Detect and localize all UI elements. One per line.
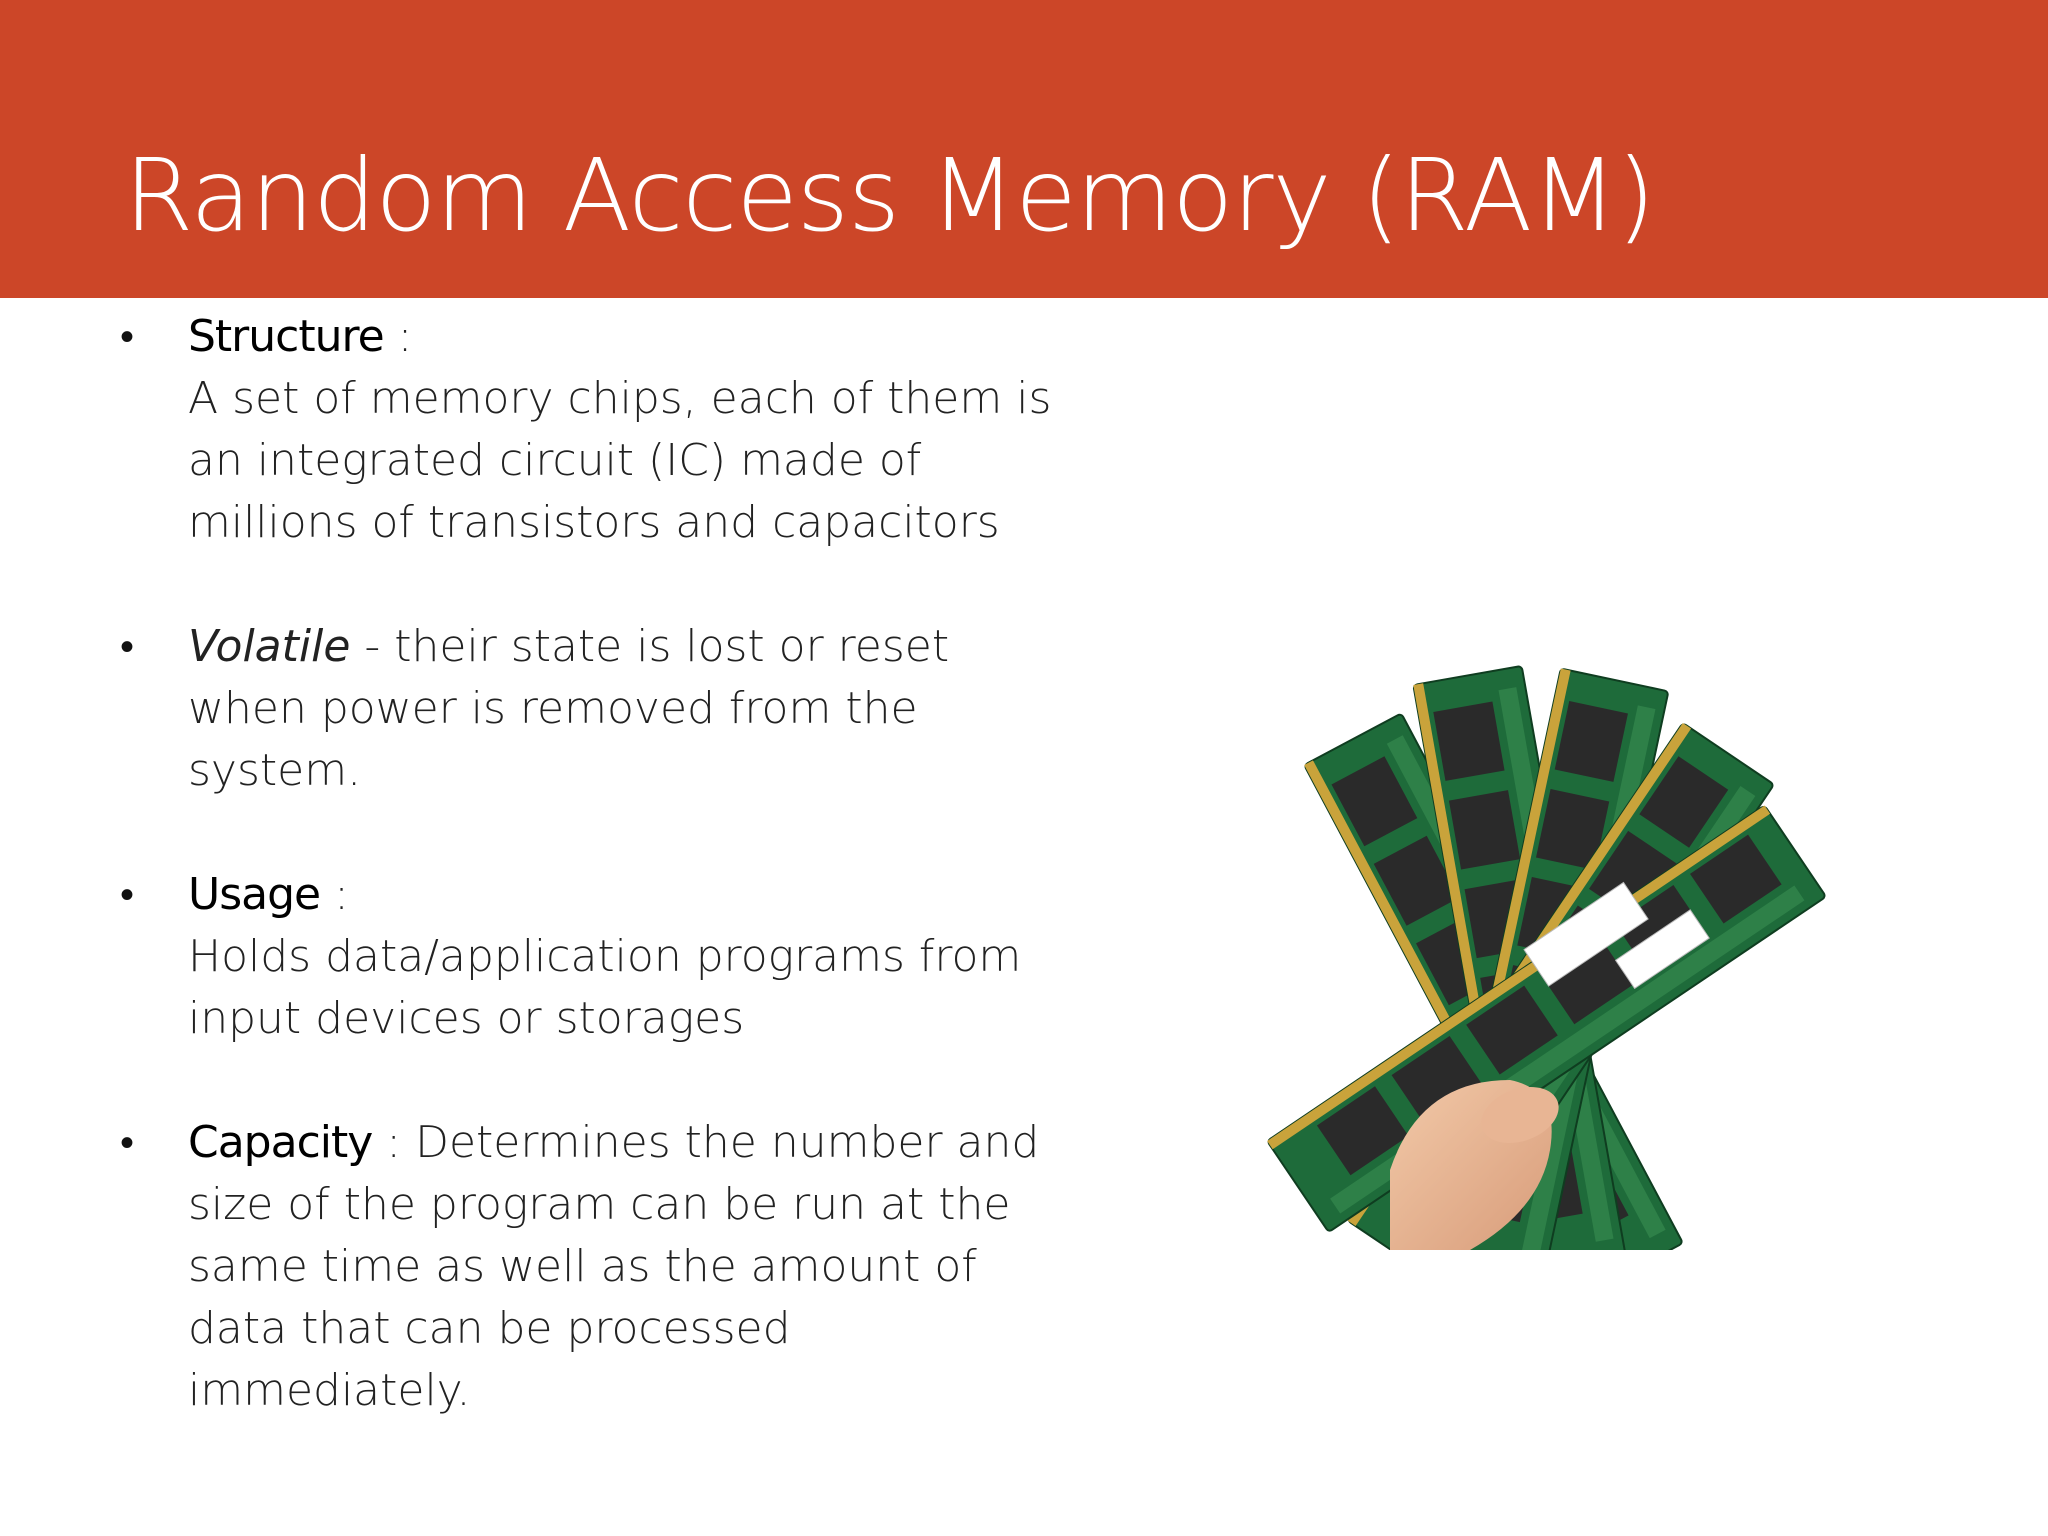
bullet-separator: : Determines the number and <box>372 1117 1040 1168</box>
bullet-list: • Structure : A set of memory chips, eac… <box>120 306 1060 1484</box>
bullet-term: Structure <box>188 311 385 362</box>
bullet-line: millions of transistors and capacitors <box>188 497 1000 548</box>
bullet-separator: : <box>320 869 349 920</box>
bullet-dot-icon: • <box>120 624 135 670</box>
bullet-term: Usage <box>188 869 321 920</box>
bullet-dot-icon: • <box>120 314 135 360</box>
title-banner: Random Access Memory (RAM) <box>0 0 2048 298</box>
bullet-line: an integrated circuit (IC) made of <box>188 435 922 486</box>
bullet-capacity: • Capacity : Determines the number and s… <box>120 1112 1060 1422</box>
bullet-term: Capacity <box>188 1117 373 1168</box>
bullet-line: system. <box>188 745 362 796</box>
bullet-line: input devices or storages <box>188 993 745 1044</box>
bullet-volatile: • Volatile - their state is lost or rese… <box>120 616 1060 802</box>
bullet-line: size of the program can be run at the <box>188 1179 1011 1230</box>
bullet-separator: - their state is lost or reset <box>350 621 950 672</box>
bullet-structure: • Structure : A set of memory chips, eac… <box>120 306 1060 554</box>
slide-title: Random Access Memory (RAM) <box>124 137 1656 254</box>
ram-modules-icon <box>1266 664 1828 1250</box>
bullet-term: Volatile <box>188 621 351 672</box>
bullet-line: data that can be processed <box>188 1303 791 1354</box>
bullet-line: immediately. <box>188 1365 471 1416</box>
bullet-line: Holds data/application programs from <box>188 931 1022 982</box>
ram-modules-photo <box>1090 610 2020 1250</box>
bullet-line: same time as well as the amount of <box>188 1241 977 1292</box>
bullet-dot-icon: • <box>120 1120 135 1166</box>
bullet-dot-icon: • <box>120 872 135 918</box>
bullet-separator: : <box>383 311 413 362</box>
bullet-usage: • Usage : Holds data/application program… <box>120 864 1060 1050</box>
bullet-line: A set of memory chips, each of them is <box>188 373 1052 424</box>
bullet-line: when power is removed from the <box>188 683 918 734</box>
